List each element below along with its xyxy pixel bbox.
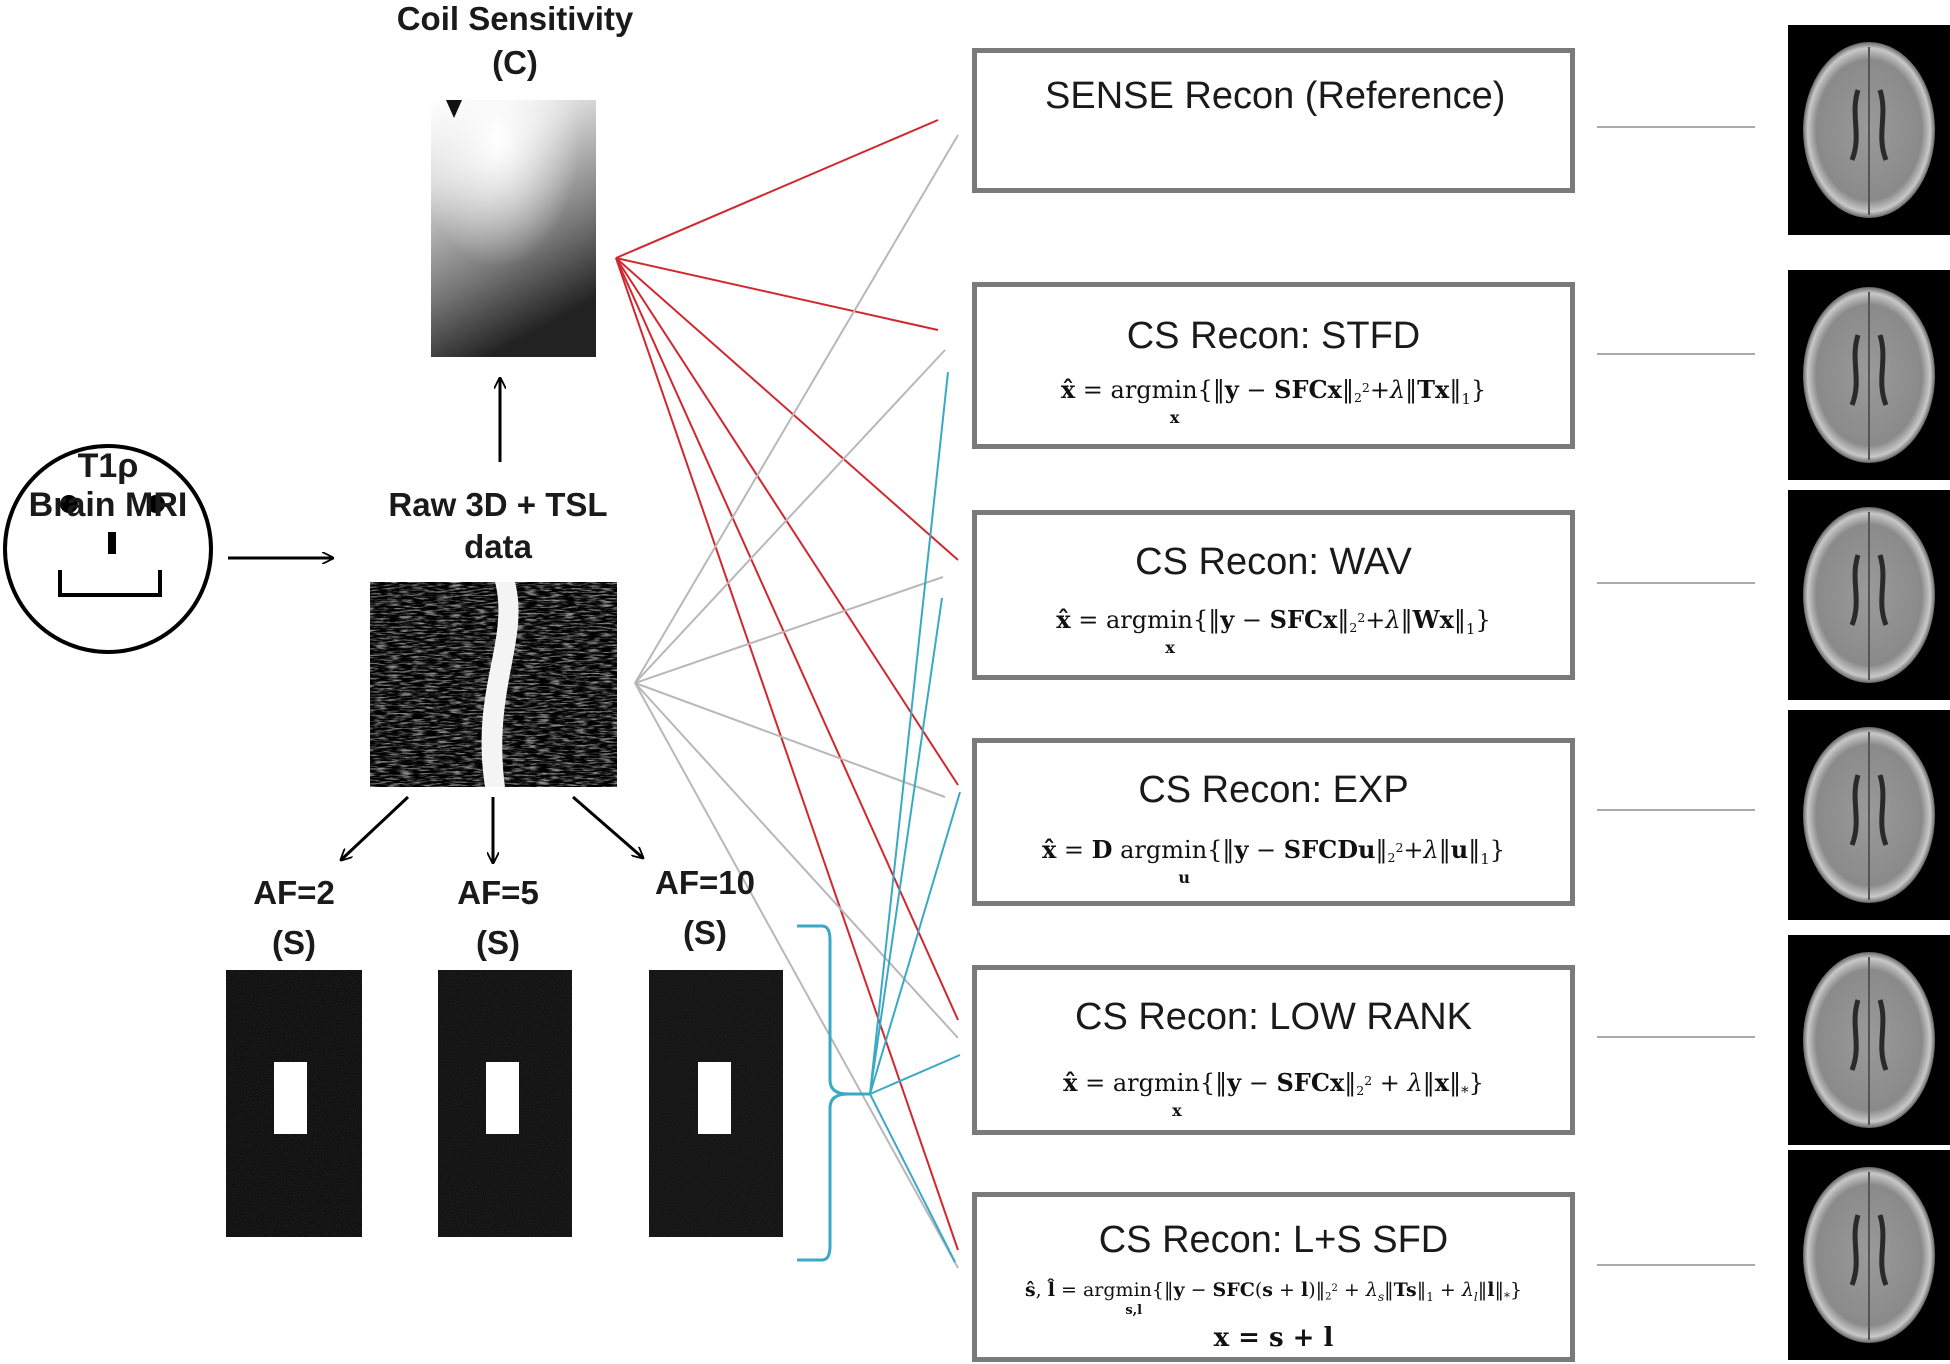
coil-sensitivity-image [431,100,596,357]
raw-link-1 [634,134,959,684]
mask-af5-label: AF=5 [457,874,539,911]
recon-title-low-rank: CS Recon: LOW RANK [1075,996,1472,1038]
sampling-mask-connectors [848,371,961,1263]
sampling-mask-af2 [226,970,362,1237]
raw-data-label-line1: Raw 3D + TSL [388,486,608,523]
sampling-mask-af5 [438,970,572,1237]
mask-link-1 [869,371,949,1095]
coil-link-6 [615,257,959,1251]
raw-kspace-image [370,582,617,787]
recon-title-wav: CS Recon: WAV [1135,541,1412,583]
mask-af2-label: AF=2 [253,874,335,911]
coil-link-2 [615,257,939,331]
coil-title-line2: (C) [492,43,538,81]
mask-link-5 [869,1093,956,1263]
recon-equation-ls-sfd-sum: x = s + l [1213,1323,1334,1353]
brain-image-5 [1788,935,1950,1145]
raw-link-3 [634,576,944,684]
output-connectors [1597,126,1755,1266]
reconstructed-brain-images [1788,25,1950,1360]
brain-image-6 [1788,1150,1950,1360]
brain-image-4 [1788,710,1950,920]
recon-title-exp: CS Recon: EXP [1138,769,1409,811]
coil-link-5 [615,257,959,1021]
coil-title-line1: Coil Sensitivity [396,0,634,37]
mask-af2-s-label: (S) [272,923,316,961]
raw-data-connectors [634,134,959,1269]
recon-title-ls-sfd: CS Recon: L+S SFD [1098,1219,1449,1261]
subject-label-line2: Brain MRI [28,486,188,525]
sampling-mask-af10 [649,970,783,1237]
subject-label-line1: T1ρ [77,447,139,485]
raw-link-4 [634,682,946,798]
mask-af5-s-label: (S) [476,923,520,961]
recon-box-sense: SENSE Recon (Reference) [972,48,1575,193]
coil-sensitivity-connectors [615,119,959,1251]
brain-image-1 [1788,25,1950,235]
mask-af10-s-label: (S) [683,913,727,951]
mask-group-brace [797,924,849,1262]
mask-link-4 [869,1054,961,1095]
mask-link-3 [869,791,961,1095]
brain-image-2 [1788,270,1950,480]
mask-link-2 [869,597,943,1095]
raw-data-label-line2: data [464,527,532,565]
coil-link-3 [615,257,959,561]
arrow-to-af10 [572,795,643,858]
arrow-to-af2 [341,795,410,860]
raw-link-6 [634,682,959,1269]
recon-title-stfd: CS Recon: STFD [1126,315,1421,357]
mask-af10-label: AF=10 [655,864,755,901]
recon-title-sense: SENSE Recon (Reference) [1045,75,1506,117]
face-icon [3,444,213,654]
raw-link-2 [634,349,946,684]
brain-image-3 [1788,490,1950,700]
coil-link-4 [615,257,959,786]
coil-link-1 [615,119,939,259]
